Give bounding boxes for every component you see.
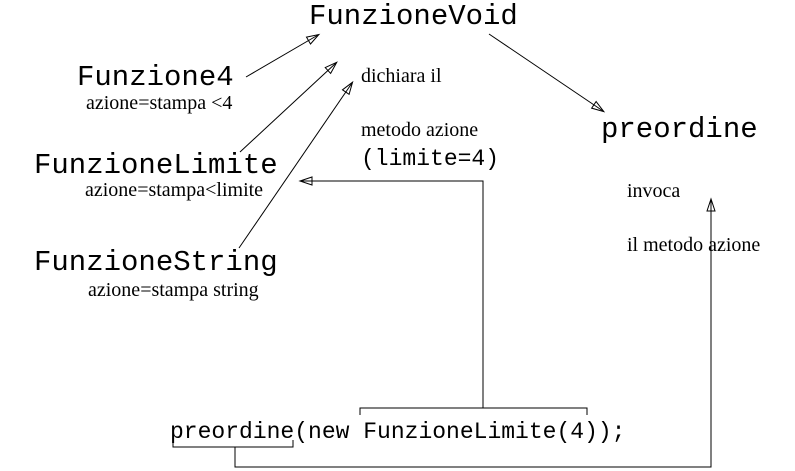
code-line: preordine(new FunzioneLimite(4)); xyxy=(170,419,626,445)
node-label-preordine: preordine xyxy=(601,113,758,146)
node-note-funzionevoid: dichiara il metodo azione xyxy=(361,31,478,175)
arrow-funzionelimite-to-funzionevoid xyxy=(239,61,338,153)
node-note-funzionestring: azione=stampa string xyxy=(88,279,259,301)
arrow-funzionevoid-to-preordine xyxy=(488,33,606,113)
note-line: metodo azione xyxy=(361,119,479,141)
node-note-preordine: invoca il metodo azione xyxy=(627,146,760,290)
note-line: dichiara il xyxy=(361,65,442,87)
node-label-funzione4: Funzione4 xyxy=(77,61,234,94)
note-line: invoca xyxy=(627,180,681,202)
bracket-under-preordine-call xyxy=(172,440,294,448)
annotation-limite-param: (limite=4) xyxy=(361,146,500,172)
note-line: il metodo azione xyxy=(627,234,761,256)
arrow-code-call-to-preordine xyxy=(234,197,716,468)
arrow-code-arg-to-funzionelimite xyxy=(298,176,484,408)
node-label-funzionelimite: FunzioneLimite xyxy=(34,149,278,182)
node-note-funzionelimite: azione=stampa<limite xyxy=(85,179,264,201)
node-label-funzionevoid: FunzioneVoid xyxy=(309,0,518,33)
node-label-funzionestring: FunzioneString xyxy=(34,246,278,279)
arrow-funzionestring-to-funzionevoid xyxy=(238,80,354,249)
arrow-funzione4-to-funzionevoid xyxy=(245,33,321,78)
node-note-funzione4: azione=stampa <4 xyxy=(86,92,233,114)
bracket-over-funzionelimite4 xyxy=(359,407,588,415)
